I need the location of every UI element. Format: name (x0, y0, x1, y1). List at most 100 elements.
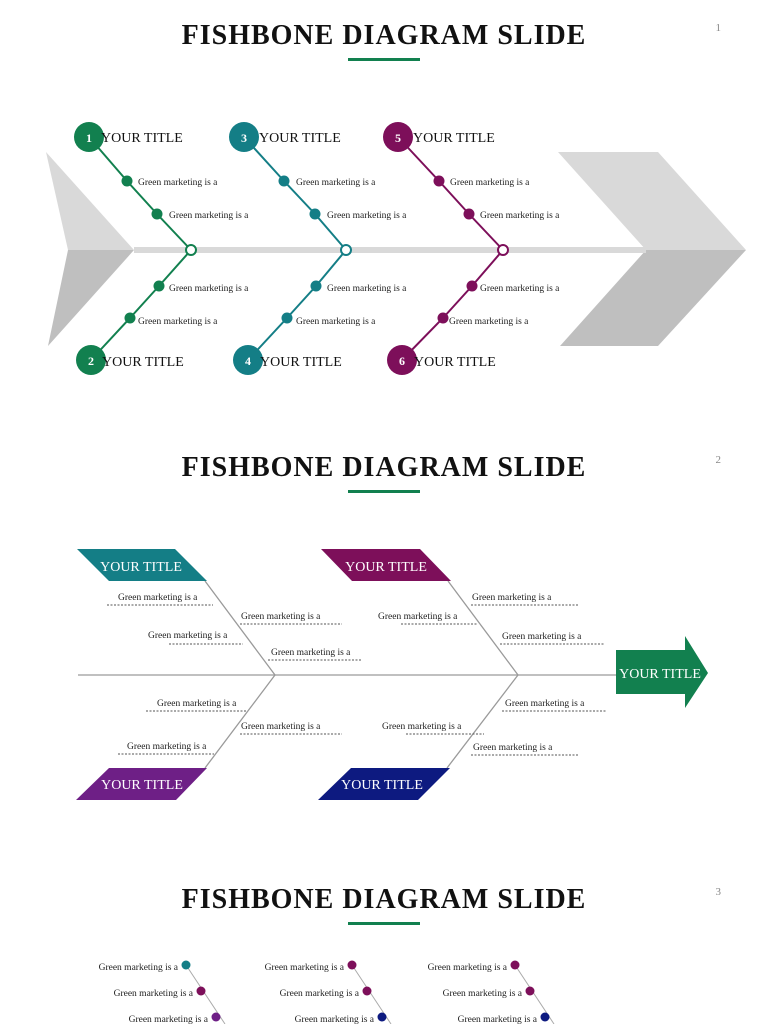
bone-dot (540, 1012, 550, 1022)
bone-line (446, 674, 519, 769)
branch-item-label: Green marketing is a (480, 211, 560, 221)
category-box-1 (77, 549, 207, 581)
item-label: Green marketing is a (472, 593, 552, 603)
badge-number: 5 (395, 131, 401, 145)
bone-dot (153, 280, 165, 292)
branch-title: YOUR TITLE (414, 355, 496, 370)
branch-item-label: Green marketing is a (169, 211, 249, 221)
item-label: Green marketing is a (114, 989, 194, 999)
category-title: YOUR TITLE (345, 560, 427, 575)
item-label: Green marketing is a (505, 699, 585, 709)
slide-title: FISHBONE DIAGRAM SLIDE (181, 452, 587, 483)
fishbone-diagram-2: YOUR TITLE YOUR TITLE YOUR TITLE YOUR TI… (76, 549, 708, 800)
bone-dot (377, 1012, 387, 1022)
bone-group-1 (74, 122, 197, 375)
badge-2 (76, 345, 106, 375)
badge-number: 6 (399, 354, 405, 368)
bone-dot (463, 208, 475, 220)
head-title: YOUR TITLE (619, 667, 701, 682)
slide-2: FISHBONE DIAGRAM SLIDE 2 (0, 432, 768, 864)
item-label: Green marketing is a (295, 1015, 375, 1024)
title-underline (348, 490, 420, 493)
bone-dot (525, 986, 535, 996)
bone-group-2 (229, 122, 352, 375)
category-title: YOUR TITLE (100, 560, 182, 575)
category-box-2 (321, 549, 451, 581)
bone-dot (281, 312, 293, 324)
branch-item-label: Green marketing is a (296, 178, 376, 188)
bone-line (88, 136, 192, 251)
item-label: Green marketing is a (502, 632, 582, 642)
bone-line (447, 580, 519, 676)
fish-tail-upper (46, 152, 134, 250)
bone-line (90, 249, 192, 361)
badge-6 (387, 345, 417, 375)
title-underline (348, 58, 420, 61)
fishbone-diagram-3: Green marketing is a Green marketing is … (99, 960, 555, 1024)
item-label: Green marketing is a (473, 743, 553, 753)
bone-dot (310, 280, 322, 292)
badge-number: 1 (86, 131, 92, 145)
bone-dot (510, 960, 520, 970)
item-label: Green marketing is a (148, 631, 228, 641)
item-label: Green marketing is a (241, 612, 321, 622)
branch-item-label: Green marketing is a (296, 317, 376, 327)
item-label: Green marketing is a (443, 989, 523, 999)
item-label: Green marketing is a (271, 648, 351, 658)
title-underline (348, 922, 420, 925)
item-label: Green marketing is a (127, 742, 207, 752)
page-number: 3 (715, 886, 722, 898)
bone-dot (196, 986, 206, 996)
category-title: YOUR TITLE (101, 778, 183, 793)
bone-dot (437, 312, 449, 324)
item-label: Green marketing is a (241, 722, 321, 732)
branch-title: YOUR TITLE (101, 131, 183, 146)
item-label: Green marketing is a (458, 1015, 538, 1024)
branch-item-label: Green marketing is a (138, 317, 218, 327)
bone-dot (121, 175, 133, 187)
branch-title: YOUR TITLE (102, 355, 184, 370)
badge-5 (383, 122, 413, 152)
badge-number: 4 (245, 354, 251, 368)
bone-line (243, 136, 347, 251)
bone-dot (466, 280, 478, 292)
item-label: Green marketing is a (265, 963, 345, 973)
slide-3: FISHBONE DIAGRAM SLIDE 3 Green marketing… (0, 864, 768, 1024)
fish-head-upper (558, 152, 746, 250)
badge-4 (233, 345, 263, 375)
bone-dot (211, 1012, 221, 1022)
badge-number: 2 (88, 354, 94, 368)
item-label: Green marketing is a (382, 722, 462, 732)
page-number: 1 (715, 22, 722, 34)
category-box-4 (318, 768, 450, 800)
slide-1: FISHBONE DIAGRAM SLIDE 1 (0, 0, 768, 432)
bone-dot (181, 960, 191, 970)
branch-title: YOUR TITLE (413, 131, 495, 146)
badge-number: 3 (241, 131, 247, 145)
spine-junction (340, 244, 352, 256)
item-label: Green marketing is a (280, 989, 360, 999)
bone-dot (151, 208, 163, 220)
item-label: Green marketing is a (129, 1015, 209, 1024)
bone-dot (124, 312, 136, 324)
item-label: Green marketing is a (378, 612, 458, 622)
item-label: Green marketing is a (118, 593, 198, 603)
branch-item-label: Green marketing is a (449, 317, 529, 327)
branch-item-label: Green marketing is a (138, 178, 218, 188)
item-label: Green marketing is a (157, 699, 237, 709)
spine-junction (185, 244, 197, 256)
badge-1 (74, 122, 104, 152)
slide-title: FISHBONE DIAGRAM SLIDE (181, 20, 587, 51)
slide-title: FISHBONE DIAGRAM SLIDE (181, 884, 587, 915)
bone-dot (347, 960, 357, 970)
spine-junction (497, 244, 509, 256)
item-label: Green marketing is a (428, 963, 508, 973)
branch-title: YOUR TITLE (259, 131, 341, 146)
bone-dot (433, 175, 445, 187)
bone-dot (278, 175, 290, 187)
branch-item-label: Green marketing is a (169, 284, 249, 294)
item-label: Green marketing is a (99, 963, 179, 973)
page-number: 2 (715, 454, 722, 466)
branch-item-label: Green marketing is a (480, 284, 560, 294)
bone-line (397, 136, 504, 251)
